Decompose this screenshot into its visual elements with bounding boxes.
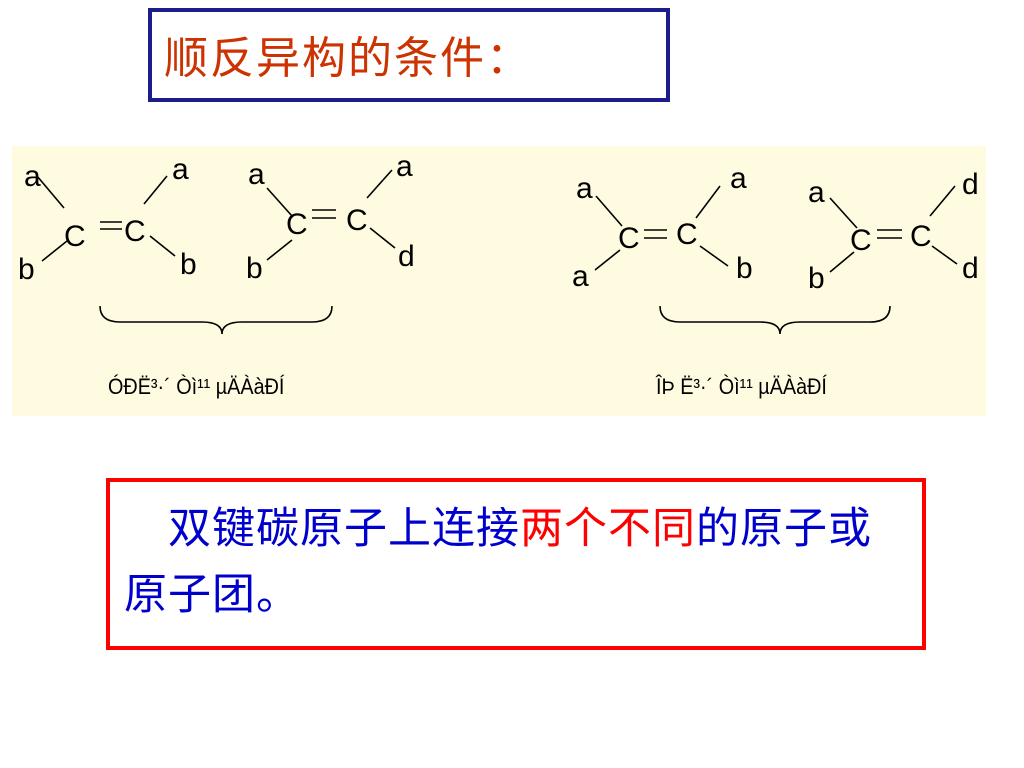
- bond-line: [829, 197, 858, 229]
- left-brace: [99, 305, 333, 335]
- bond-line: [143, 175, 168, 205]
- carbon-atom-label: C: [346, 204, 368, 237]
- condition-box: 双键碳原子上连接两个不同的原子或原子团。: [106, 478, 926, 650]
- bond-line: [266, 187, 293, 217]
- bond-line: [41, 240, 68, 262]
- substituent-label: d: [962, 252, 979, 285]
- condition-part-2: 的原子或原子团。: [124, 504, 872, 620]
- bond-line: [829, 251, 855, 273]
- condition-part-1: 双键碳原子上连接: [168, 504, 520, 554]
- isomer-diagram: a b C C a b a b C C a d a a C C a b a b …: [18, 150, 979, 335]
- carbon-atom-label: C: [286, 208, 308, 241]
- substituent-label: d: [962, 168, 979, 201]
- substituent-label: b: [808, 262, 825, 295]
- bond-line: [369, 227, 396, 249]
- substituent-label: d: [398, 240, 415, 273]
- substituent-label: a: [172, 153, 189, 186]
- condition-highlight: 两个不同: [520, 504, 696, 554]
- carbon-atom-label: C: [64, 220, 86, 253]
- bond-line: [695, 185, 721, 219]
- carbon-atom-label: C: [676, 218, 698, 251]
- substituent-label: a: [576, 172, 593, 205]
- carbon-atom-label: C: [124, 215, 146, 248]
- substituent-label: a: [248, 158, 265, 191]
- condition-text: 双键碳原子上连接两个不同的原子或原子团。: [124, 496, 914, 628]
- bond-line: [266, 239, 293, 261]
- substituent-label: a: [572, 260, 589, 293]
- bond-line: [595, 195, 623, 227]
- substituent-label: a: [24, 160, 41, 193]
- carbon-atom-label: C: [910, 220, 932, 253]
- right-group-caption: ÎÞ Ë³·´ Òì¹¹ µÄÀàÐÍ: [656, 374, 827, 399]
- bond-line: [366, 169, 393, 199]
- bond-line: [699, 245, 729, 267]
- left-group-caption: ÓÐË³·´ Òì¹¹ µÄÀàÐÍ: [108, 374, 285, 399]
- substituent-label: b: [246, 252, 263, 285]
- carbon-atom-label: C: [618, 222, 640, 255]
- bond-line: [36, 175, 65, 209]
- substituent-label: a: [730, 162, 747, 195]
- substituent-label: a: [396, 150, 413, 183]
- substituent-label: b: [180, 248, 197, 281]
- bond-line: [149, 235, 176, 257]
- diagram-panel: a b C C a b a b C C a d a a C C a b a b …: [12, 146, 986, 416]
- substituent-label: b: [18, 253, 35, 286]
- bond-line: [931, 245, 958, 265]
- substituent-label: a: [808, 176, 825, 209]
- carbon-atom-label: C: [850, 224, 872, 257]
- bond-line: [929, 185, 956, 217]
- slide-title: 顺反异构的条件：: [164, 33, 532, 84]
- substituent-label: b: [736, 252, 753, 285]
- title-box: 顺反异构的条件：: [148, 8, 670, 102]
- bond-line: [594, 249, 621, 271]
- right-brace: [659, 305, 891, 335]
